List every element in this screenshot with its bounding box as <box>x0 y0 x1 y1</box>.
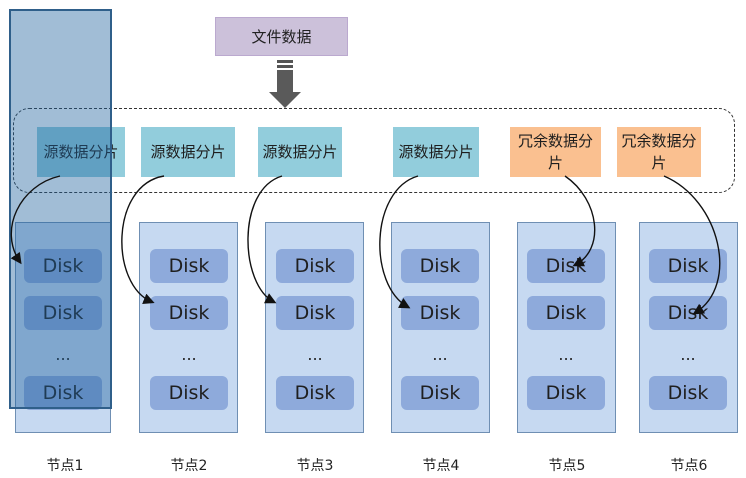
shard-label: 源数据分片 <box>398 143 474 161</box>
disk: Disk <box>24 376 102 410</box>
disk: Disk <box>150 249 228 283</box>
disk: Disk <box>401 249 479 283</box>
shard-2: 源数据分片 <box>141 127 235 177</box>
node-label: 节点5 <box>548 458 586 474</box>
arrow-shard4-node4 <box>379 175 419 309</box>
node-label: 节点6 <box>670 458 708 474</box>
arrow-shard2-node2 <box>121 175 165 305</box>
arrow-shard6-node6 <box>663 175 721 315</box>
disk: Disk <box>527 296 605 330</box>
disk: Disk <box>649 376 727 410</box>
shard-label: 源数据分片 <box>43 143 119 161</box>
disk: Disk <box>527 376 605 410</box>
shard-6: 冗余数据分片 <box>617 127 701 177</box>
arrow-shard5-node5 <box>564 175 596 267</box>
shard-4: 源数据分片 <box>393 127 479 177</box>
node-label: 节点2 <box>170 458 208 474</box>
disk: Disk <box>276 376 354 410</box>
shard-group-border <box>13 108 735 193</box>
disk: Disk <box>150 296 228 330</box>
arrow-shard1-node1 <box>10 175 61 265</box>
disk: Disk <box>276 249 354 283</box>
node-label: 节点4 <box>422 458 460 474</box>
arrow-shard3-node3 <box>247 175 283 304</box>
shard-label: 源数据分片 <box>262 143 338 161</box>
disk: Disk <box>24 249 102 283</box>
disk-ellipsis: ... <box>680 344 696 364</box>
disk: Disk <box>401 376 479 410</box>
shard-3: 源数据分片 <box>258 127 342 177</box>
disk-ellipsis: ... <box>432 344 448 364</box>
disk-ellipsis: ... <box>181 344 197 364</box>
disk-ellipsis: ... <box>307 344 323 364</box>
disk: Disk <box>24 296 102 330</box>
node-label: 节点1 <box>46 458 84 474</box>
down-arrow-icon <box>269 60 301 108</box>
shard-5: 冗余数据分片 <box>510 127 601 177</box>
shard-label: 冗余数据分片 <box>517 132 593 172</box>
disk: Disk <box>401 296 479 330</box>
disk-ellipsis: ... <box>558 344 574 364</box>
node-1-highlight <box>9 9 112 409</box>
disk: Disk <box>150 376 228 410</box>
file-data-label: 文件数据 <box>251 28 312 46</box>
file-data-box: 文件数据 <box>215 17 348 56</box>
disk-ellipsis: ... <box>55 344 71 364</box>
shard-label: 源数据分片 <box>150 143 226 161</box>
disk: Disk <box>649 249 727 283</box>
node-label: 节点3 <box>296 458 334 474</box>
disk: Disk <box>276 296 354 330</box>
shard-label: 冗余数据分片 <box>621 132 697 172</box>
